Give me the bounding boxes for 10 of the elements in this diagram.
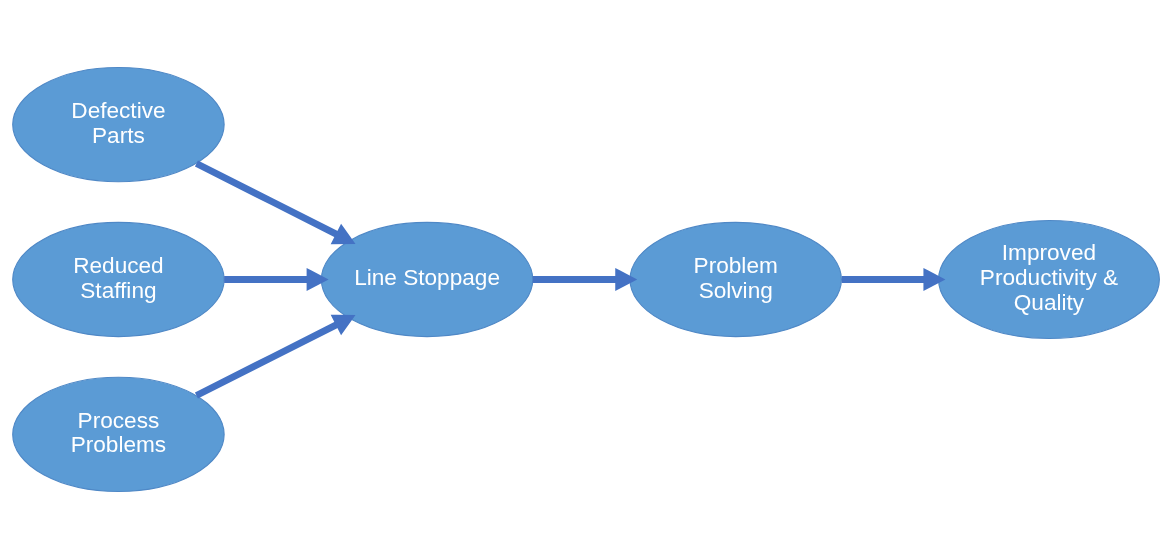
arrow	[194, 314, 356, 399]
arrow	[224, 267, 329, 292]
node-ellipse: Problem Solving	[629, 221, 842, 338]
node-ellipse: Process Problems	[12, 376, 225, 493]
node-ellipse: Defective Parts	[12, 66, 225, 183]
arrow	[841, 267, 946, 292]
node-ellipse: Reduced Staffing	[12, 221, 225, 338]
arrow	[532, 267, 638, 292]
node-ellipse: Improved Productivity & Quality	[938, 219, 1160, 340]
arrow	[194, 160, 356, 245]
